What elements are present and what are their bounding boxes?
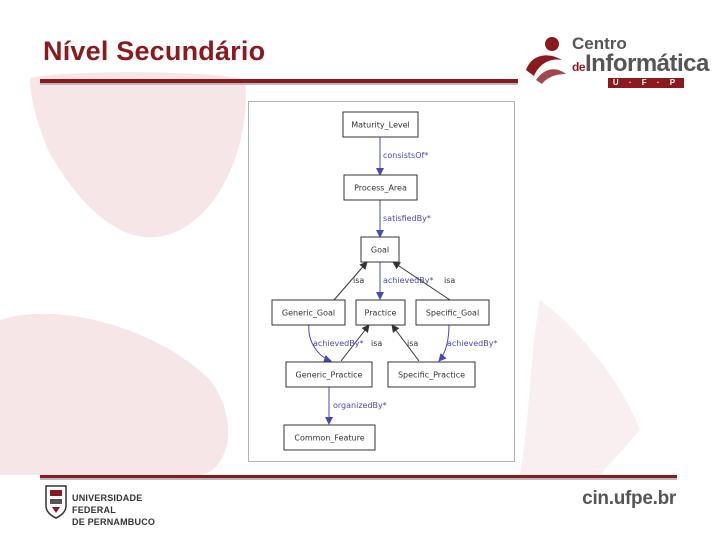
slide-title: Nível Secundário [43, 36, 266, 66]
node-maturity-level: Maturity_Level [342, 111, 419, 138]
cin-logo-word: Informática [585, 50, 709, 77]
ufpe-logo: UNIVERSIDADE FEDERAL DE PERNAMBUCO [42, 484, 182, 527]
cin-logo-prefix: de [572, 60, 586, 74]
site-url: cin.ufpe.br [582, 488, 676, 509]
edge-label-achieved-by-specific: achievedBy* [447, 339, 497, 348]
edge-label-isa-specific-goal: isa [444, 276, 455, 285]
node-practice: Practice [355, 299, 406, 326]
node-label-generic-goal: Generic_Goal [282, 309, 335, 318]
edge-label-satisfied-by: satisfiedBy* [383, 214, 431, 223]
edge-label-consists-of: consistsOf* [383, 151, 428, 160]
edge-labels: consistsOf* satisfiedBy* isa achievedBy*… [313, 151, 497, 410]
node-goal: Goal [360, 236, 400, 263]
ontology-diagram-canvas: consistsOf* satisfiedBy* isa achievedBy*… [271, 111, 497, 451]
node-label-goal: Goal [371, 246, 389, 255]
edge-isa-generic-practice [340, 324, 370, 362]
node-specific-goal: Specific_Goal [415, 299, 490, 326]
node-label-practice: Practice [365, 309, 397, 318]
cin-logo-line2: deInformática [572, 50, 709, 78]
ufpe-name: UNIVERSIDADE FEDERAL DE PERNAMBUCO [72, 492, 182, 528]
node-label-generic-practice: Generic_Practice [296, 371, 363, 380]
ufpe-crest-icon [45, 485, 67, 519]
edge-isa-generic-goal [333, 261, 368, 301]
node-common-feature: Common_Feature [283, 424, 376, 451]
edge-label-achieved-by-generic: achievedBy* [313, 339, 363, 348]
header-rule [40, 79, 518, 83]
node-specific-practice: Specific_Practice [387, 361, 476, 388]
edge-isa-specific-goal [392, 261, 451, 301]
edges [308, 137, 451, 425]
header-rule-shadow [40, 83, 518, 85]
edge-isa-specific-practice [391, 324, 420, 362]
node-label-maturity-level: Maturity_Level [351, 121, 410, 130]
edge-label-isa-generic-practice: isa [371, 339, 382, 348]
footer-rule [40, 475, 677, 478]
cin-logo-mark-icon [526, 37, 566, 84]
node-label-process-area: Process_Area [354, 184, 407, 193]
edge-achieved-by-generic [308, 323, 332, 363]
ontology-diagram: consistsOf* satisfiedBy* isa achievedBy*… [248, 101, 515, 462]
footer-rule-shadow [40, 478, 677, 480]
node-generic-goal: Generic_Goal [271, 299, 346, 326]
edge-label-achieved-by-practice: achievedBy* [383, 276, 433, 285]
edge-label-organized-by: organizedBy* [333, 401, 387, 410]
node-label-specific-goal: Specific_Goal [426, 309, 479, 318]
edge-achieved-by-specific [438, 323, 450, 362]
ufpe-name-line1: UNIVERSIDADE FEDERAL [72, 493, 143, 515]
node-label-specific-practice: Specific_Practice [398, 371, 465, 380]
edge-label-isa-specific-practice: isa [407, 339, 418, 348]
edge-label-isa-generic-goal: isa [353, 276, 364, 285]
node-process-area: Process_Area [343, 174, 418, 201]
cin-logo-ufpe-bar: U · F · P · E [608, 78, 684, 97]
cin-logo: Centro deInformática U · F · P · E [522, 30, 709, 97]
ufpe-name-line2: DE PERNAMBUCO [72, 517, 156, 527]
node-generic-practice: Generic_Practice [285, 361, 373, 388]
node-label-common-feature: Common_Feature [294, 434, 364, 443]
cin-logo-line1: Centro [572, 34, 627, 53]
